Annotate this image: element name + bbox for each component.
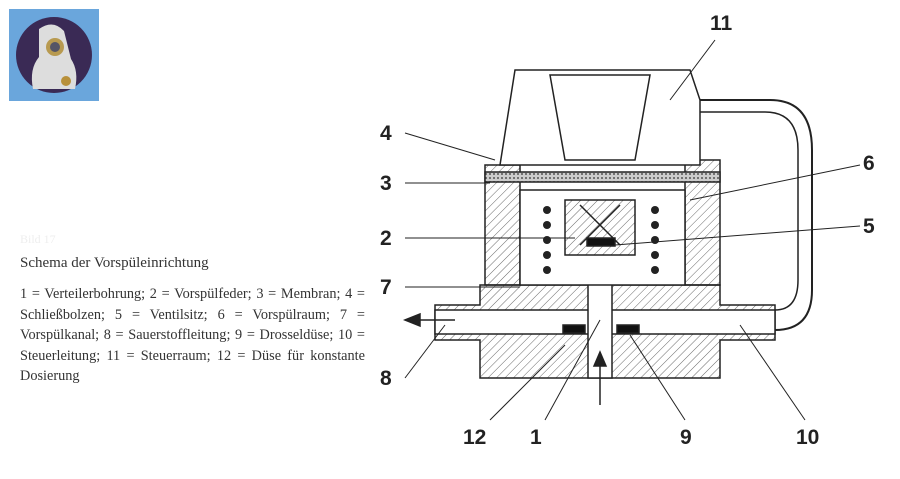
label-11: 11 [710, 12, 733, 35]
label-7: 7 [380, 276, 392, 299]
figure-number: Bild 17 [20, 232, 56, 246]
diver-logo-icon [16, 17, 92, 93]
throttle-nozzle [562, 324, 586, 334]
figure-legend: 1 = Verteilerbohrung; 2 = Vorspülfeder; … [20, 286, 365, 384]
label-3: 3 [380, 172, 392, 195]
label-4: 4 [380, 122, 392, 145]
label-5: 5 [863, 215, 875, 238]
label-6: 6 [863, 152, 875, 175]
outflow-arrow [402, 312, 421, 328]
figure-caption: Bild 17 Schema der Vorspüleinrichtung 1 … [20, 232, 365, 387]
pre-flush-spring [543, 206, 659, 274]
valve-seat [586, 237, 616, 247]
label-10: 10 [796, 426, 819, 449]
label-9: 9 [680, 426, 692, 449]
control-line [700, 99, 813, 331]
label-1: 1 [530, 426, 542, 449]
label-12: 12 [463, 426, 486, 449]
upper-housing [484, 164, 521, 286]
figure-title: Schema der Vorspüleinrichtung [20, 255, 209, 271]
label-8: 8 [380, 367, 392, 390]
membrane [484, 171, 721, 183]
label-2: 2 [380, 227, 392, 250]
site-logo [9, 9, 99, 101]
